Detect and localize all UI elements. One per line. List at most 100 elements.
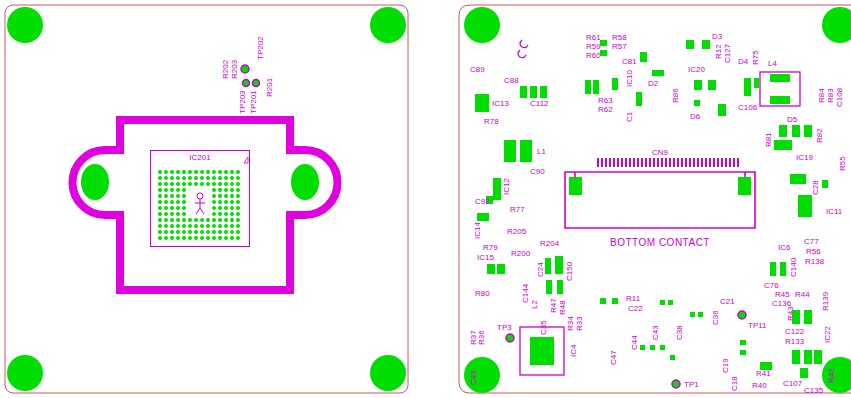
connector-pin <box>601 158 603 167</box>
bga-ball <box>182 236 186 240</box>
qfn-pad <box>530 337 554 365</box>
connector-pin <box>617 158 619 167</box>
connector-pin <box>621 158 623 167</box>
bga-ball <box>218 236 222 240</box>
ref-designator: R200 <box>511 250 530 258</box>
bga-ball <box>230 200 234 204</box>
bga-ball <box>188 176 192 180</box>
bga-ball <box>200 218 204 222</box>
bga-ball <box>182 182 186 186</box>
ref-designator: C19 <box>722 358 730 373</box>
bga-ball <box>206 230 210 234</box>
bga-ball <box>224 218 228 222</box>
ref-designator: IC201 <box>189 153 210 162</box>
ref-designator: C1 <box>626 112 634 122</box>
bga-ball <box>218 212 222 216</box>
ref-designator: IC6 <box>778 244 790 252</box>
connector-pin <box>669 158 671 167</box>
mounting-holes <box>7 7 406 391</box>
ref-designator: C92 <box>475 198 490 206</box>
bga-ball <box>188 224 192 228</box>
bga-ball <box>206 236 210 240</box>
bga-ball <box>176 170 180 174</box>
shield-pad <box>291 164 319 200</box>
inductor-pad <box>770 96 790 104</box>
bga-ball <box>218 218 222 222</box>
ref-designator: C112 <box>530 100 549 108</box>
ref-designator: C28 <box>812 180 820 195</box>
ref-designator: C44 <box>631 335 639 350</box>
connector-pin <box>645 158 647 167</box>
bga-ball <box>218 200 222 204</box>
bga-ball <box>164 230 168 234</box>
ref-designator: R58 <box>612 34 627 42</box>
connector-pin <box>653 158 655 167</box>
ref-designator: C18 <box>731 376 739 391</box>
pin1-mark <box>244 157 248 163</box>
bga-ball <box>236 218 240 222</box>
smd-pads <box>475 40 828 378</box>
ref-designator: C108 <box>836 88 844 107</box>
ref-designator: IC19 <box>796 154 813 162</box>
bga-ball <box>230 212 234 216</box>
ref-designator: C88 <box>504 77 519 85</box>
ref-designator: D6 <box>690 113 700 121</box>
ref-designator: IC10 <box>626 70 634 87</box>
bga-ball <box>182 212 186 216</box>
bga-ball <box>224 212 228 216</box>
bga-ball <box>182 224 186 228</box>
shield-frame <box>73 120 338 290</box>
connector-pin <box>729 158 731 167</box>
bga-ball <box>164 212 168 216</box>
bga-ball <box>182 230 186 234</box>
bga-ball <box>182 200 186 204</box>
bga-ball <box>158 200 162 204</box>
bga-ball <box>176 218 180 222</box>
ref-designator: TP202 <box>257 36 265 60</box>
ref-designator: R201 <box>266 78 274 97</box>
ref-designator: R79 <box>483 244 498 252</box>
bga-ball <box>170 224 174 228</box>
bga-ball <box>230 176 234 180</box>
bga-ball <box>194 170 198 174</box>
connector-pin <box>705 158 707 167</box>
ref-designator: TP201 <box>250 90 258 114</box>
bga-ball <box>182 188 186 192</box>
bga-ball <box>212 218 216 222</box>
bga-ball <box>212 224 216 228</box>
connector-pin <box>689 158 691 167</box>
connector-pin <box>709 158 711 167</box>
ref-designator: R138 <box>805 258 824 266</box>
bga-ball <box>176 230 180 234</box>
ref-designator: C81 <box>622 58 637 66</box>
ref-designator: R37 <box>470 330 478 345</box>
connector-pin <box>733 158 735 167</box>
bga-ball <box>164 176 168 180</box>
bga-ball <box>158 182 162 186</box>
test-points <box>506 311 746 388</box>
connector-pin <box>681 158 683 167</box>
ref-designator: R36 <box>478 330 486 345</box>
bga-ball <box>212 194 216 198</box>
ref-designator: R82 <box>816 128 824 143</box>
bga-ball <box>224 188 228 192</box>
ref-designator: R45 <box>775 291 790 299</box>
bga-ball <box>224 170 228 174</box>
bga-ball <box>164 170 168 174</box>
bga-ball <box>206 224 210 228</box>
bga-ball <box>176 212 180 216</box>
bga-ball <box>230 188 234 192</box>
bga-ball <box>236 206 240 210</box>
bga-ball <box>230 170 234 174</box>
ref-designator: D3 <box>712 33 722 41</box>
ref-designator: R61 <box>586 34 601 42</box>
ref-designator: TP11 <box>748 322 767 330</box>
connector-pin <box>605 158 607 167</box>
ref-designator: R40 <box>752 382 767 390</box>
mounting-holes <box>464 7 851 393</box>
ref-designator: C38 <box>676 325 684 340</box>
bga-ball <box>170 212 174 216</box>
bga-ball <box>164 188 168 192</box>
ref-designator: R11 <box>626 295 640 303</box>
board-outline <box>459 5 851 393</box>
